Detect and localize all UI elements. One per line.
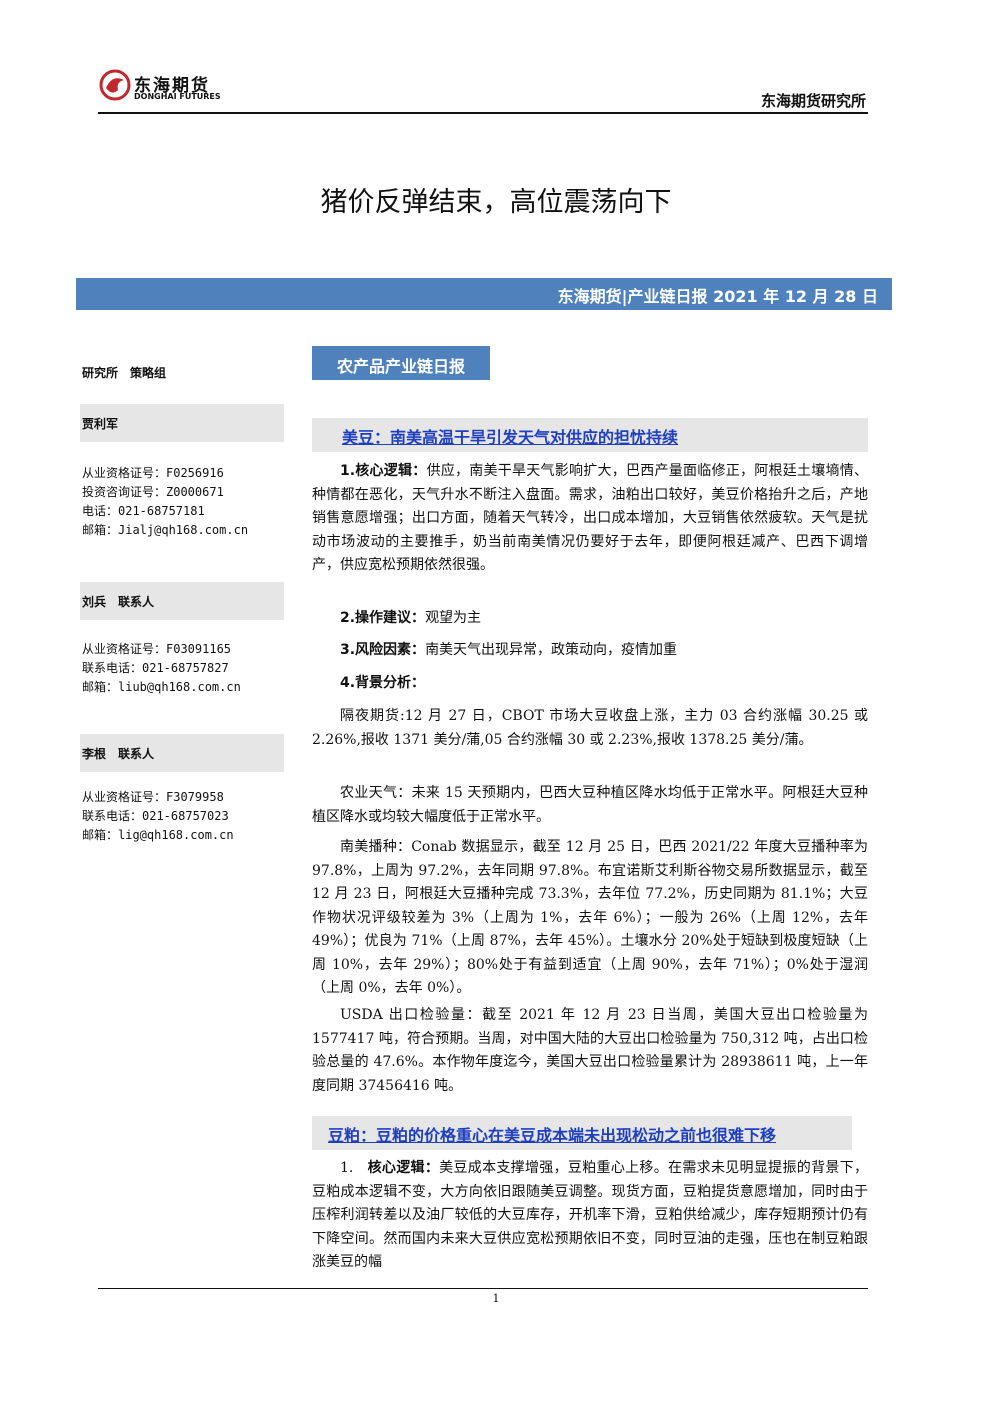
analyst-email: 邮箱：liub@qh168.com.cn [82,680,241,694]
header-divider [98,112,868,114]
institute-name: 东海期货研究所 [760,92,866,110]
logo-english: DONGHAI FUTURES [134,92,221,101]
analyst-email: 邮箱：Jialj@qh168.com.cn [82,523,249,537]
analyst-info-line: 电话：021-68757181 [82,504,205,518]
report-banner: 东海期货|产业链日报 2021 年 12 月 28 日 [76,278,892,310]
document-title: 猪价反弹结束，高位震荡向下 [320,187,672,218]
analyst-info-line: 从业资格证号：F03091165 [82,642,232,656]
soybean-core-logic: 1.核心逻辑：供应，南美干旱天气影响扩大，巴西产量面临修正，阿根廷土壤墒情、种情… [312,460,868,578]
analyst-name: 刘兵 联系人 [82,595,155,609]
item-number: 1. [340,1160,354,1176]
page-number: 1 [492,1292,500,1305]
item-label: 4.背景分析： [340,675,426,691]
meal-heading-bar: 豆粕：豆粕的价格重心在美豆成本端未出现松动之前也很难下移 [312,1116,852,1150]
soybean-background-label: 4.背景分析： [312,672,868,696]
item-label: 3.风险因素： [340,642,426,658]
analyst-email: 邮箱：lig@qh168.com.cn [82,828,234,842]
analyst-info-line: 从业资格证号：F0256916 [82,466,224,480]
meal-core-logic: 1. 核心逻辑：美豆成本支撑增强，豆粕重心上移。在需求未见明显提振的背景下，豆粕… [312,1157,868,1275]
item-text: 观望为主 [425,610,482,626]
dragon-logo-icon [99,69,131,101]
soybean-heading: 美豆：南美高温干旱引发天气对供应的担忧持续 [342,428,679,447]
analyst-info-line: 联系电话：021-68757023 [82,809,229,823]
background-futures: 隔夜期货:12 月 27 日，CBOT 市场大豆收盘上涨，主力 03 合约涨幅 … [312,705,868,752]
item-text: 南美天气出现异常，政策动向，疫情加重 [425,642,678,658]
analyst-name: 李根 联系人 [82,747,155,761]
section-tag-label: 农产品产业链日报 [336,357,465,376]
soybean-advice: 2.操作建议：观望为主 [312,607,868,631]
item-text: 美豆成本支撑增强，豆粕重心上移。在需求未见明显提振的背景下，豆粕成本逻辑不变，大… [312,1160,868,1270]
analyst-name: 贾利军 [82,417,119,431]
background-weather: 农业天气：未来 15 天预期内，巴西大豆种植区降水均低于正常水平。阿根廷大豆种植… [312,782,868,829]
analyst-info-line: 联系电话：021-68757827 [82,661,229,675]
analyst-name-bar: 李根 联系人 [80,734,284,772]
meal-heading: 豆粕：豆粕的价格重心在美豆成本端未出现松动之前也很难下移 [328,1126,777,1145]
paragraph-text: 隔夜期货:12 月 27 日，CBOT 市场大豆收盘上涨，主力 03 合约涨幅 … [312,708,868,748]
paragraph-text: 农业天气：未来 15 天预期内，巴西大豆种植区降水均低于正常水平。阿根廷大豆种植… [312,785,868,825]
analyst-name-bar: 贾利军 [80,404,284,442]
analyst-info-line: 投资咨询证号：Z0000671 [82,485,224,499]
analyst-info-line: 从业资格证号：F3079958 [82,790,224,804]
banner-text: 东海期货|产业链日报 2021 年 12 月 28 日 [557,287,878,306]
background-usda: USDA 出口检验量：截至 2021 年 12 月 23 日当周，美国大豆出口检… [312,1004,868,1098]
logo-chinese: 东海期货 [134,76,210,96]
paragraph-text: USDA 出口检验量：截至 2021 年 12 月 23 日当周，美国大豆出口检… [312,1007,868,1094]
soybean-risk: 3.风险因素：南美天气出现异常，政策动向，疫情加重 [312,639,868,663]
analyst-name-bar: 刘兵 联系人 [80,582,284,620]
section-tag: 农产品产业链日报 [312,346,490,380]
sidebar-department: 研究所 策略组 [82,366,167,380]
item-label: 1.核心逻辑： [340,463,427,479]
footer-divider [98,1288,868,1289]
background-sowing: 南美播种：Conab 数据显示，截至 12 月 25 日，巴西 2021/22 … [312,836,868,1001]
item-label: 核心逻辑： [367,1160,440,1176]
company-logo: 东海期货 DONGHAI FUTURES [98,68,228,108]
paragraph-text: 南美播种：Conab 数据显示，截至 12 月 25 日，巴西 2021/22 … [312,839,868,996]
item-text: 供应，南美干旱天气影响扩大，巴西产量面临修正，阿根廷土壤墒情、种情都在恶化，天气… [312,463,869,573]
item-label: 2.操作建议： [340,610,426,626]
soybean-heading-bar: 美豆：南美高温干旱引发天气对供应的担忧持续 [312,418,868,452]
